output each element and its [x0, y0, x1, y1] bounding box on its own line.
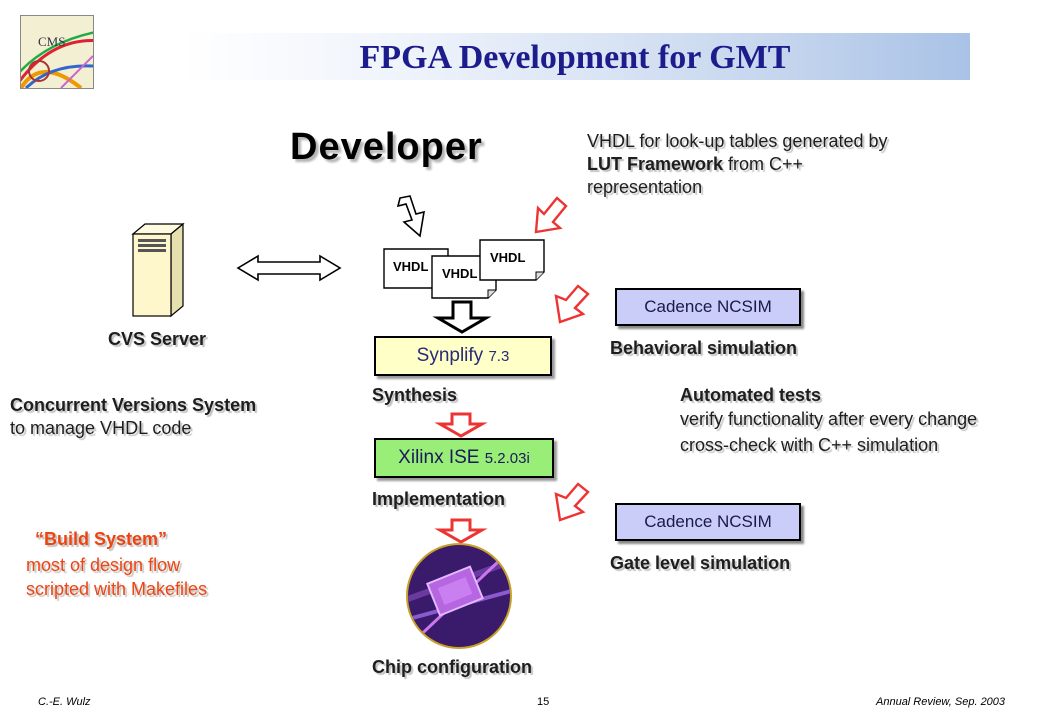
- vhdl-note-line2-rest: from C++: [723, 154, 804, 174]
- build-system-title: “Build System”: [35, 529, 168, 549]
- lut-framework-label: LUT Framework: [587, 154, 724, 174]
- gate-level-simulation-label: Gate level simulation: [610, 553, 791, 573]
- cvs-server-label: CVS Server: [108, 329, 207, 349]
- footer-page-number: 15: [537, 696, 550, 708]
- automated-tests-line3: cross-check with C++ simulation: [680, 435, 939, 455]
- chip-configuration-label: Chip configuration: [372, 657, 532, 677]
- ncsim-bottom-box: Cadence NCSIM: [615, 503, 801, 541]
- synplify-box: Synplify 7.3: [374, 336, 552, 376]
- developer-heading: Developer: [290, 126, 483, 168]
- synthesis-label: Synthesis: [372, 385, 458, 405]
- cvs-server-icon: [131, 222, 185, 318]
- vhdl-note-line1: VHDL for look-up tables generated by: [587, 131, 888, 151]
- cvs-double-arrow-icon: [236, 254, 342, 282]
- automated-tests-line2: verify functionality after every change: [680, 409, 978, 429]
- down-arrow-icon-black: [432, 300, 492, 334]
- implementation-label: Implementation: [372, 489, 506, 509]
- vhdl-file-label-2: VHDL: [442, 266, 478, 281]
- vhdl-note-line3: representation: [587, 177, 703, 197]
- cvs-desc-line2: to manage VHDL code: [10, 418, 192, 438]
- footer-event: Annual Review, Sep. 2003: [876, 696, 1006, 708]
- build-system-line3: scripted with Makefiles: [26, 579, 208, 599]
- build-system-line2: most of design flow: [26, 555, 181, 575]
- lut-arrow-icon: [534, 196, 568, 234]
- slide-title: FPGA Development for GMT: [359, 39, 791, 76]
- vhdl-doc-icon-3: [479, 239, 545, 281]
- ncsim-top-arrow-icon: [554, 284, 590, 324]
- cms-logo-text: CMS: [38, 34, 66, 49]
- xilinx-version: 5.2.03i: [484, 450, 530, 467]
- title-bar: [180, 33, 970, 80]
- xilinx-box: Xilinx ISE 5.2.03i: [374, 438, 554, 478]
- footer-author: C.-E. Wulz: [38, 696, 91, 708]
- down-arrow-icon-red-2: [434, 518, 488, 544]
- cms-logo-graphic: [21, 16, 93, 88]
- developer-arrow-icon: [396, 195, 425, 238]
- vhdl-note-line2: LUT Framework from C++: [587, 153, 803, 176]
- vhdl-file-label-3: VHDL: [490, 250, 526, 265]
- cms-logo: [20, 15, 94, 89]
- synplify-version: 7.3: [488, 348, 510, 365]
- cvs-desc-line1: Concurrent Versions System: [10, 395, 257, 415]
- behavioral-simulation-label: Behavioral simulation: [610, 338, 798, 358]
- ncsim-bottom-arrow-icon: [554, 482, 590, 522]
- automated-tests-title: Automated tests: [680, 385, 822, 405]
- ncsim-top-box: Cadence NCSIM: [615, 288, 801, 326]
- xilinx-name: Xilinx ISE: [398, 447, 485, 468]
- synplify-name: Synplify: [416, 345, 489, 366]
- vhdl-file-label-1: VHDL: [393, 259, 429, 274]
- chip-image: [406, 543, 512, 649]
- down-arrow-icon-red-1: [434, 412, 488, 438]
